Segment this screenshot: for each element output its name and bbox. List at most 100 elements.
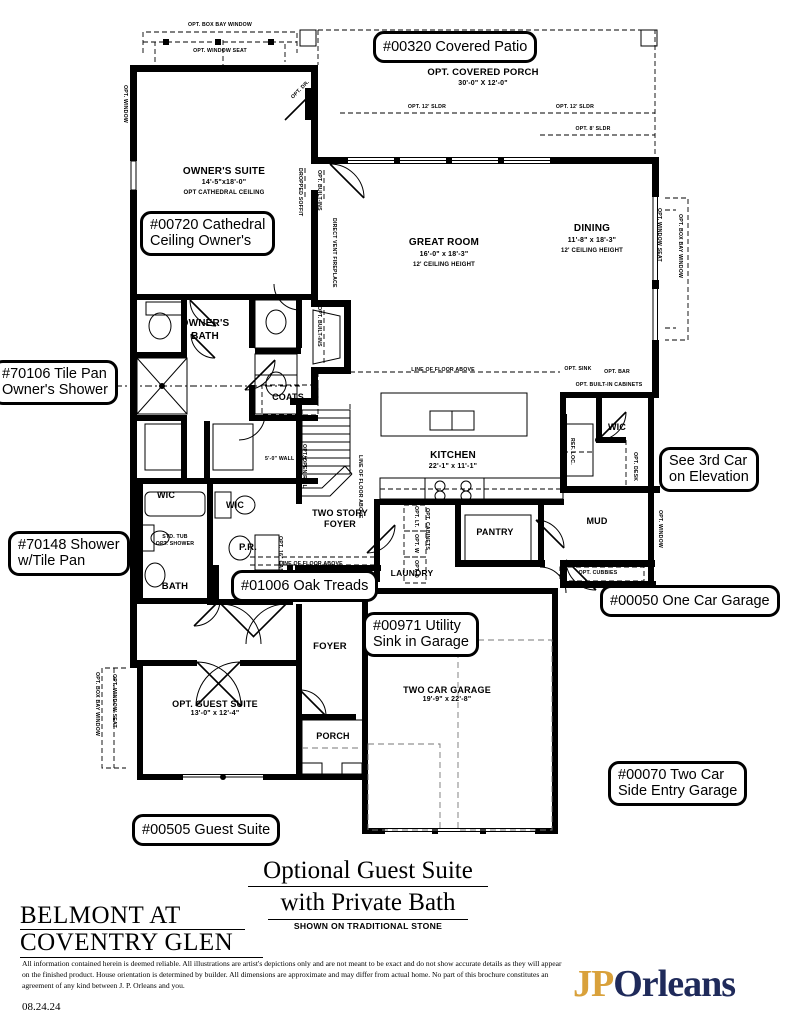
callout-utility-sink-line-1: #00971 Utility xyxy=(373,618,461,634)
callout-utility-sink-line-2: Sink in Garage xyxy=(373,634,469,651)
room-kitchen: KITCHEN xyxy=(430,450,476,461)
annotation-opt-built-in-cabinets: OPT. BUILT-IN CABINETS xyxy=(575,382,643,388)
room-pantry: PANTRY xyxy=(476,527,514,537)
room-pr: P.R. xyxy=(238,542,258,553)
room-owners-bath-line1: OWNER'S xyxy=(180,318,230,329)
callout-utility-sink-in-garage[interactable]: #00971 Utility Sink in Garage xyxy=(363,612,479,658)
annotation-half-wall-std: HALF WALL STD. xyxy=(294,444,300,490)
room-patio-dim: 30'-0" X 12'-0" xyxy=(458,80,508,87)
callout-3rd-car-line-1: See 3rd Car xyxy=(669,453,748,469)
disclaimer-text: All information contained herein is deem… xyxy=(22,959,562,990)
room-owners-bath-line2: BATH xyxy=(191,331,219,342)
shown-on-note: SHOWN ON TRADITIONAL STONE xyxy=(293,921,443,931)
callout-guest-suite-line-1: #00505 Guest Suite xyxy=(142,822,271,838)
logo-text-orleans: Orleans xyxy=(613,963,736,1005)
annotation-opt-box-bay-window-top: OPT. BOX BAY WINDOW xyxy=(187,22,253,28)
annotation-opt-d: OPT. D xyxy=(413,560,419,578)
annotation-opt-window-seat-right: OPT. WINDOW SEAT xyxy=(656,208,662,262)
room-dining-dim: 11'-8" x 18'-3" xyxy=(567,237,617,244)
room-great-room-dim: 16'-0" x 18'-3" xyxy=(419,251,469,258)
community-underline-1 xyxy=(20,929,245,930)
callout-tile-pan-line-1: #70106 Tile Pan xyxy=(2,366,107,382)
room-mud: MUD xyxy=(586,516,608,526)
annotation-direct-vent-fireplace: DIRECT VENT FIREPLACE xyxy=(331,218,337,288)
annotation-opt-box-bay-window-bl: OPT. BOX BAY WINDOW xyxy=(94,672,100,737)
callout-two-car-side-entry-line-1: #00070 Two Car xyxy=(618,767,725,783)
annotation-opt-open-rail: OPT. OPEN RAIL xyxy=(301,444,307,489)
callout-guest-suite-option[interactable]: #00505 Guest Suite xyxy=(132,814,281,847)
annotation-dropped-soffit: DROPPED SOFFIT xyxy=(297,168,303,217)
room-two-car-garage: TWO CAR GARAGE xyxy=(403,685,491,695)
annotation-std-tub: STD. TUB xyxy=(162,534,188,540)
annotation-opt-cabinets: OPT. CABINETS xyxy=(424,508,430,551)
room-owners-suite-dim: 14'-5"x18'-0" xyxy=(201,179,247,186)
annotation-opt-12-sldr-a: OPT. 12' SLDR xyxy=(407,104,447,110)
room-dining: DINING xyxy=(573,223,611,234)
annotation-opt-8-sldr: OPT. 8' SLDR xyxy=(575,126,611,132)
room-porch: PORCH xyxy=(316,731,350,741)
annotation-opt-window-left: OPT. WINDOW xyxy=(122,85,128,123)
annotation-opt-bar: OPT. BAR xyxy=(604,369,630,375)
callout-shower-with-tile-pan[interactable]: #70148 Shower w/Tile Pan xyxy=(8,531,130,577)
room-guest-suite-dim: 13'-0" x 12'-4" xyxy=(190,710,240,717)
community-underline-2 xyxy=(20,957,263,958)
community-name-line-1: BELMONT AT xyxy=(20,902,181,929)
annotation-opt-cubbies: OPT. CUBBIES xyxy=(578,570,618,576)
room-kitchen-dim: 22'-1" x 11'-1" xyxy=(428,463,478,470)
plan-title-underline-2 xyxy=(268,919,468,920)
annotation-opt-built-ins-1: OPT. BUILT-INS xyxy=(316,170,322,211)
annotation-opt-box-bay-window-right: OPT. BOX BAY WINDOW xyxy=(677,214,683,279)
callout-covered-patio-line-1: #00320 Covered Patio xyxy=(383,39,528,55)
callout-two-car-side-entry-garage[interactable]: #00070 Two Car Side Entry Garage xyxy=(608,761,748,807)
annotation-opt-desk: OPT. DESK xyxy=(632,452,638,482)
annotation-opt-12-sldr-b: OPT. 12' SLDR xyxy=(555,104,595,110)
room-two-story-foyer-line1: TWO STORY xyxy=(312,508,368,518)
callout-cathedral-ceiling[interactable]: #00720 Cathedral Ceiling Owner's xyxy=(140,211,276,257)
annotation-opt-window-right: OPT. WINDOW xyxy=(657,510,663,548)
annotation-line-of-floor-above-3: LINE OF FLOOR ABOVE xyxy=(357,455,363,519)
date-stamp: 08.24.24 xyxy=(22,1001,61,1013)
room-coats: COATS xyxy=(272,392,304,402)
room-bath: BATH xyxy=(161,581,189,592)
plan-title-underline-1 xyxy=(248,886,488,887)
room-patio-sub: OPT. COVERED PORCH xyxy=(427,67,539,78)
annotation-opt-shower: OPT. SHOWER xyxy=(155,541,195,547)
room-great-room-note: 12' CEILING HEIGHT xyxy=(412,262,476,268)
room-laundry: LAUNDRY xyxy=(390,568,434,578)
annotation-ref-loc: REF. LOC. xyxy=(569,438,575,465)
room-two-car-garage-dim: 19'-9" x 22'-8" xyxy=(422,696,472,703)
annotation-opt-sink: OPT. SINK xyxy=(564,366,592,372)
callout-two-car-side-entry-line-2: Side Entry Garage xyxy=(618,783,738,800)
callout-oak-treads[interactable]: #01006 Oak Treads xyxy=(231,570,379,603)
callout-3rd-car-line-2: on Elevation xyxy=(669,469,749,486)
annotation-line-of-floor-above-1: LINE OF FLOOR ABOVE xyxy=(411,367,475,373)
annotation-opt-built-ins-2: OPT. BUILT-INS xyxy=(316,306,322,347)
room-foyer: FOYER xyxy=(313,641,347,652)
plan-title-line-2: with Private Bath xyxy=(280,889,456,916)
room-two-story-foyer-line2: FOYER xyxy=(323,519,357,529)
jp-orleans-logo: JPOrleans xyxy=(573,962,736,1006)
plan-title-line-1: Optional Guest Suite xyxy=(263,857,473,884)
callout-covered-patio[interactable]: #00320 Covered Patio xyxy=(373,31,538,64)
callout-tile-pan-owners-shower[interactable]: #70106 Tile Pan Owner's Shower xyxy=(0,360,118,406)
logo-text-jp: JP xyxy=(573,963,614,1005)
room-dining-note: 12' CEILING HEIGHT xyxy=(560,248,624,254)
callout-cathedral-ceiling-line-1: #00720 Cathedral xyxy=(150,217,266,233)
annotation-opt-window-seat-top: OPT. WINDOW SEAT xyxy=(193,48,247,54)
callout-one-car-garage-line-1: #00050 One Car Garage xyxy=(610,593,770,609)
room-wic-left: WIC xyxy=(156,490,176,500)
annotation-opt-lt: OPT. LT. xyxy=(413,506,419,528)
room-guest-suite: OPT. GUEST SUITE xyxy=(172,699,258,709)
annotation-opt-window-seat-bl: OPT. WINDOW SEAT xyxy=(111,674,117,728)
callout-cathedral-ceiling-line-2: Ceiling Owner's xyxy=(150,233,252,250)
callout-one-car-garage[interactable]: #00050 One Car Garage xyxy=(600,585,780,618)
annotation-wall-hgt: 5'-0" WALL HGT xyxy=(265,456,308,462)
callout-shower-tile-pan-line-2: w/Tile Pan xyxy=(18,553,86,570)
callout-oak-treads-line-1: #01006 Oak Treads xyxy=(241,578,369,594)
room-wic-mid: WIC xyxy=(225,500,245,510)
community-name-line-2: COVENTRY GLEN xyxy=(20,929,234,956)
callout-see-3rd-car-on-elevation[interactable]: See 3rd Car on Elevation xyxy=(659,447,759,493)
room-wic-top: WIC xyxy=(607,422,627,432)
